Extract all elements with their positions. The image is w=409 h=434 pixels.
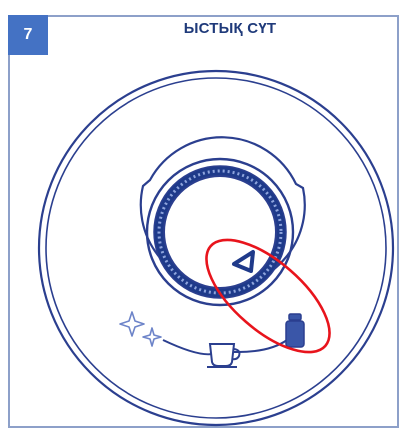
knob-outer-ring [145,157,295,307]
outer-ring [37,69,395,427]
outer-ring-inner [45,77,387,419]
step-title: ЫСТЫҚ СҮТ [183,20,277,37]
sparkle-icon [119,311,162,347]
step-number-badge: 7 [8,15,48,55]
milk-bottle-icon [285,313,305,348]
cup-icon [207,343,241,368]
triangle-indicator-icon [232,250,255,273]
highlight-ellipse [205,238,331,354]
knob-face [163,175,277,289]
